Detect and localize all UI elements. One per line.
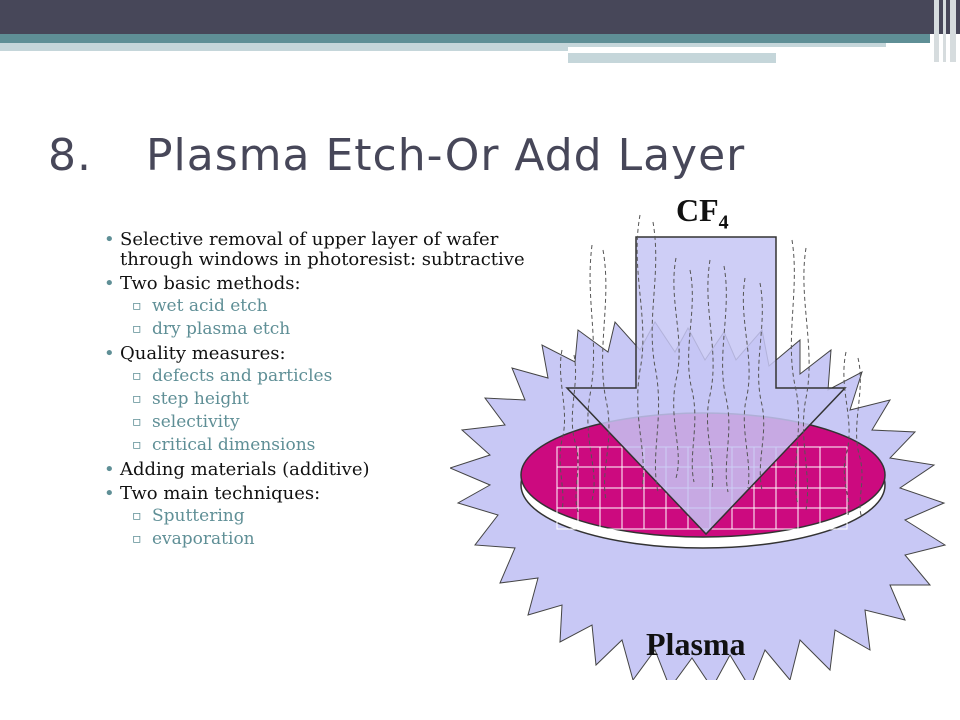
header-bar [0, 0, 960, 34]
sub-bullet-item: dry plasma etch [100, 318, 540, 340]
sub-bullet-item: selectivity [100, 411, 540, 433]
slide-number: 8. [48, 130, 92, 181]
slide-title: 8. Plasma Etch-Or Add Layer [48, 130, 745, 181]
plasma-etch-diagram [450, 214, 947, 680]
header-light-band-3 [568, 53, 776, 63]
bullet-item: Adding materials (additive) [100, 460, 540, 481]
bullet-item: Quality measures: [100, 344, 540, 365]
gas-flow-arrow [565, 236, 847, 536]
gas-label-main: CF [676, 192, 719, 228]
bullet-list: Selective removal of upper layer of wafe… [100, 226, 540, 551]
slide-title-text: Plasma Etch-Or Add Layer [146, 130, 746, 181]
sub-bullet-item: wet acid etch [100, 295, 540, 317]
sub-bullet-item: step height [100, 388, 540, 410]
header-corner-stripes [930, 0, 960, 62]
plasma-label: Plasma [646, 626, 746, 662]
gas-label: CF4 [676, 192, 729, 234]
gas-label-subscript: 4 [718, 211, 729, 234]
header-accent-band [0, 34, 930, 43]
header-light-band [0, 43, 568, 51]
bullet-item: Selective removal of upper layer of wafe… [100, 230, 540, 270]
bullet-item: Two main techniques: [100, 484, 540, 505]
bullet-item: Two basic methods: [100, 274, 540, 295]
sub-bullet-item: Sputtering [100, 505, 540, 527]
sub-bullet-item: evaporation [100, 528, 540, 550]
gas-streams [559, 214, 863, 519]
sub-bullet-item: defects and particles [100, 365, 540, 387]
header-light-band-2 [568, 43, 886, 47]
sub-bullet-item: critical dimensions [100, 434, 540, 456]
